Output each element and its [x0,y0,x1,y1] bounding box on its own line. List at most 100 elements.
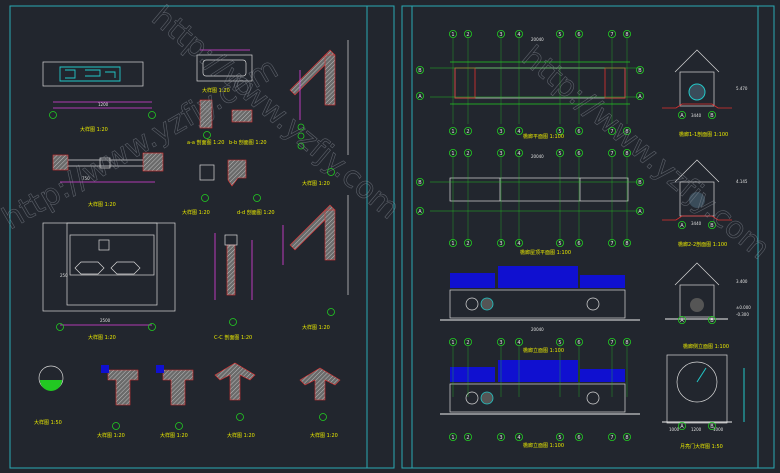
eave-detail-1 [289,40,349,176]
roof-plan [430,177,640,212]
door-dim-3: 1000 [713,427,724,432]
grid-label: 7 [610,241,613,247]
bottom-details [38,362,341,430]
grid-bubble [556,148,565,157]
grid-bubble [678,315,687,324]
grid-bubble [608,238,617,247]
grid-bubble [448,148,457,157]
grid-bubble [515,337,524,346]
grid-label: A [638,94,642,100]
grid-label: 3 [499,32,502,38]
front-elevation-1 [440,266,640,321]
grid-label: 5 [558,340,561,346]
grid-label: 1 [451,129,454,135]
grid-bubble [608,127,617,136]
grid-label: 8 [625,340,628,346]
grid-label: A [680,223,684,229]
grid-bubble [556,238,565,247]
level-3: 3.400 [736,279,748,284]
front-elevation-2 [440,360,640,415]
grid-bubble [623,127,632,136]
door-dim-2: 1200 [691,427,702,432]
grid-bubble [463,238,472,247]
grid-label: 8 [625,129,628,135]
title-window-detail-2: 大样图 1:20 [202,87,230,94]
title-gate-elevation: 大样图 1:20 [88,334,116,341]
title-eave-detail-1: 大样图 1:20 [302,180,330,187]
grid-bubble [448,432,457,441]
overall-dim-plan: 20040 [531,37,544,42]
grid-label: 6 [577,241,580,247]
section-width-1: 3440 [691,113,702,118]
left-sheet: 大样图 1:20 大样图 1:20 a-a 剖面图 1:20 b-b 剖面图 1… [9,5,395,469]
grid-label: 2 [466,151,469,157]
grid-bubble [496,148,505,157]
grid-bubble [636,66,645,75]
grid-label: 1 [451,340,454,346]
grid-bubble [415,92,424,101]
grid-bubble [623,148,632,157]
grid-label: 6 [577,129,580,135]
grid-bubble [515,432,524,441]
grid-bubble [575,148,584,157]
grid-label: 6 [577,435,580,441]
title-round-detail: 大样图 1:50 [34,419,62,426]
grid-bubble [608,29,617,38]
title-floor-plan: 檐廊平面图 1:100 [523,133,564,140]
title-section-bb: b-b 剖面图 1:20 [229,139,267,146]
grid-label: 8 [625,32,628,38]
grid-label: 3 [499,129,502,135]
grid-label: 3 [499,340,502,346]
grid-label: 4 [517,32,520,38]
grid-bubble [415,206,424,215]
grid-bubble [463,127,472,136]
grid-label: 2 [466,241,469,247]
grid-label: 1 [451,435,454,441]
grid-bubble [556,127,565,136]
grid-label: A [638,209,642,215]
moon-gate-detail [662,354,745,424]
grid-label: B [710,318,714,324]
grid-bubble [448,127,457,136]
title-railing-plan: 大样图 1:20 [88,201,116,208]
grid-bubble [463,337,472,346]
dim-small: 250 [60,273,68,278]
grid-bubble [575,127,584,136]
grid-bubble [678,421,687,430]
left-sheet-titles: 大样图 1:20 大样图 1:20 a-a 剖面图 1:20 b-b 剖面图 1… [34,87,338,439]
grid-label: 2 [466,340,469,346]
grid-label: 2 [466,129,469,135]
right-sheet-labels: 20040 20040 20040 3440 3440 1000 1200 10… [520,37,751,450]
grid-label: 1 [451,241,454,247]
overall-dim-elev: 20040 [531,327,544,332]
title-elevation-2: 檐廊立面图 1:100 [523,442,564,449]
title-moon-gate: 月亮门大样图 1:50 [680,443,723,450]
grid-bubble [708,421,717,430]
grid-label: A [418,209,422,215]
title-elevation-1: 檐廊立面图 1:100 [523,347,564,354]
grid-bubble [608,148,617,157]
section-2-2 [662,159,732,221]
title-window-detail-3: 大样图 1:20 [182,209,210,216]
grid-bubble [463,148,472,157]
grid-bubble [608,337,617,346]
grid-bubble [678,220,687,229]
grid-label: B [710,223,714,229]
dim-post-gap: 750 [82,176,90,181]
grid-label: 5 [558,435,561,441]
dim-panel-width: 2500 [100,318,111,323]
grid-label: 7 [610,129,613,135]
grid-label: 7 [610,32,613,38]
title-section-dd: d-d 剖面图 1:20 [237,209,275,216]
column-section-cc [214,233,253,326]
grid-bubble [415,66,424,75]
grid-bubble [515,127,524,136]
grid-bubble [463,432,472,441]
grid-bubble [556,337,565,346]
level-5: -0.300 [736,312,749,317]
title-detail-10: 大样图 1:20 [160,432,188,439]
grid-label: 2 [466,435,469,441]
